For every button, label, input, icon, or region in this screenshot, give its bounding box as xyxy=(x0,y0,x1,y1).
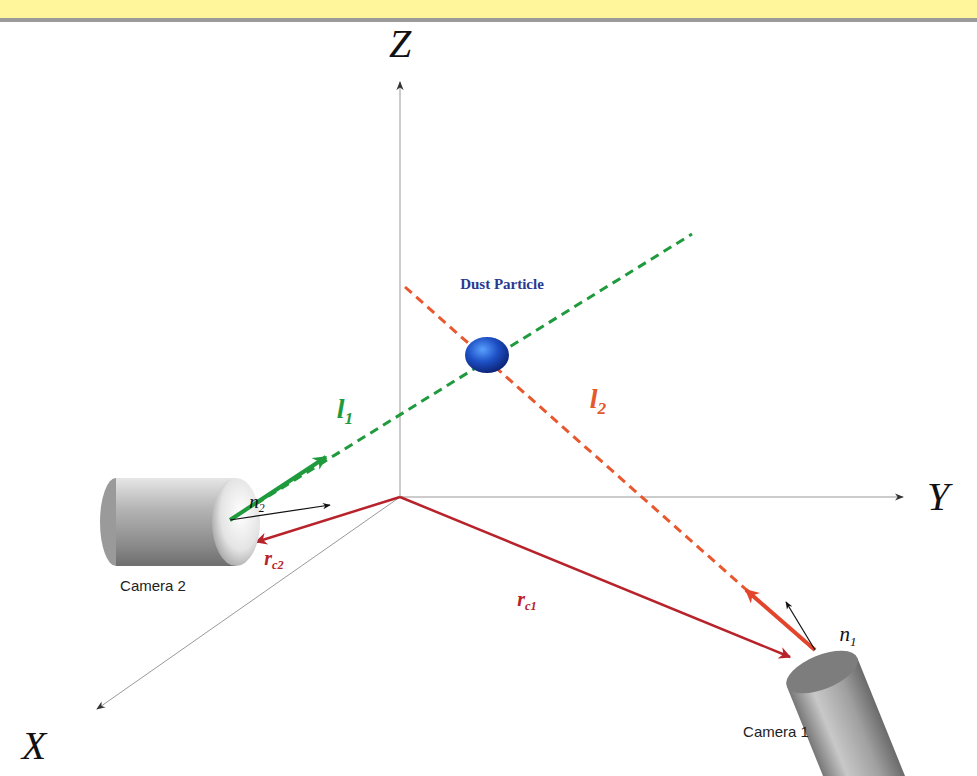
header-rule xyxy=(0,18,977,22)
vector-l1 xyxy=(230,457,326,520)
vector-label: l1 xyxy=(337,395,353,427)
camera-2-body xyxy=(100,478,260,566)
vector-label: n1 xyxy=(839,624,856,648)
vector-rc1 xyxy=(400,497,790,657)
vector-label: rc1 xyxy=(517,589,537,613)
dust-particle xyxy=(465,337,509,373)
vector-label: l2 xyxy=(590,385,606,417)
particle-label: Dust Particle xyxy=(460,277,544,292)
axis-label: Z xyxy=(389,24,411,64)
camera-label: Camera 2 xyxy=(120,578,186,593)
vector-n1 xyxy=(786,602,815,650)
header-band xyxy=(0,0,977,18)
vector-l2-unit xyxy=(746,590,815,650)
vector-label: rc2 xyxy=(264,548,284,572)
vector-label: n2 xyxy=(249,492,264,515)
vector-n2 xyxy=(230,505,330,520)
vector-rc2 xyxy=(256,497,400,542)
line-of-sight-l1 xyxy=(230,234,692,520)
camera-1-body xyxy=(780,642,920,776)
axis-label: Y xyxy=(927,477,949,517)
camera-label: Camera 1 xyxy=(743,724,809,739)
coordinate-axes xyxy=(97,82,903,709)
axis-label: X xyxy=(22,726,46,766)
